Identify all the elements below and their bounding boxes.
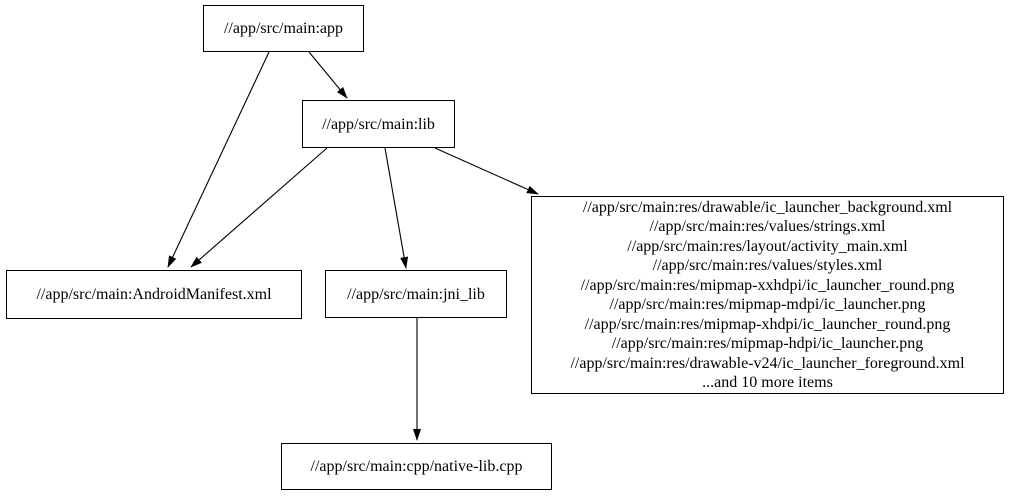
edge-lib-to-res [434, 147, 539, 195]
edge-lib-to-jni-lib [384, 147, 409, 269]
res-file-line: //app/src/main:res/values/styles.xml [652, 257, 883, 274]
res-file-line: //app/src/main:res/layout/activity_main.… [627, 237, 908, 255]
node-jni-lib-label: //app/src/main:jni_lib [347, 285, 485, 303]
node-native-cpp: //app/src/main:cpp/native-lib.cpp [281, 443, 552, 490]
res-file-line: //app/src/main:res/mipmap-mdpi/ic_launch… [609, 296, 926, 313]
node-res-files: //app/src/main:res/drawable/ic_launcher_… [531, 196, 1004, 394]
res-file-line: //app/src/main:res/mipmap-xxhdpi/ic_laun… [580, 276, 955, 294]
node-app: //app/src/main:app [203, 5, 364, 52]
edge-lib-to-manifest [190, 147, 328, 268]
edge-app-to-manifest [167, 51, 270, 268]
edge-app-to-lib [308, 51, 348, 99]
res-file-line: //app/src/main:res/drawable/ic_launcher_… [582, 198, 953, 216]
node-android-manifest: //app/src/main:AndroidManifest.xml [6, 270, 302, 319]
res-file-line: ...and 10 more items [702, 374, 833, 391]
res-file-line: //app/src/main:res/mipmap-xhdpi/ic_launc… [584, 315, 951, 333]
node-android-manifest-label: //app/src/main:AndroidManifest.xml [36, 286, 272, 303]
node-lib-label: //app/src/main:lib [322, 115, 435, 133]
node-lib: //app/src/main:lib [302, 100, 455, 148]
node-app-label: //app/src/main:app [223, 20, 344, 37]
res-file-line: //app/src/main:res/mipmap-hdpi/ic_launch… [611, 335, 924, 352]
res-file-line: //app/src/main:res/drawable-v24/ic_launc… [570, 354, 965, 372]
res-file-line: //app/src/main:res/values/strings.xml [649, 218, 886, 235]
node-native-cpp-label: //app/src/main:cpp/native-lib.cpp [310, 458, 523, 475]
node-jni-lib: //app/src/main:jni_lib [325, 270, 507, 318]
